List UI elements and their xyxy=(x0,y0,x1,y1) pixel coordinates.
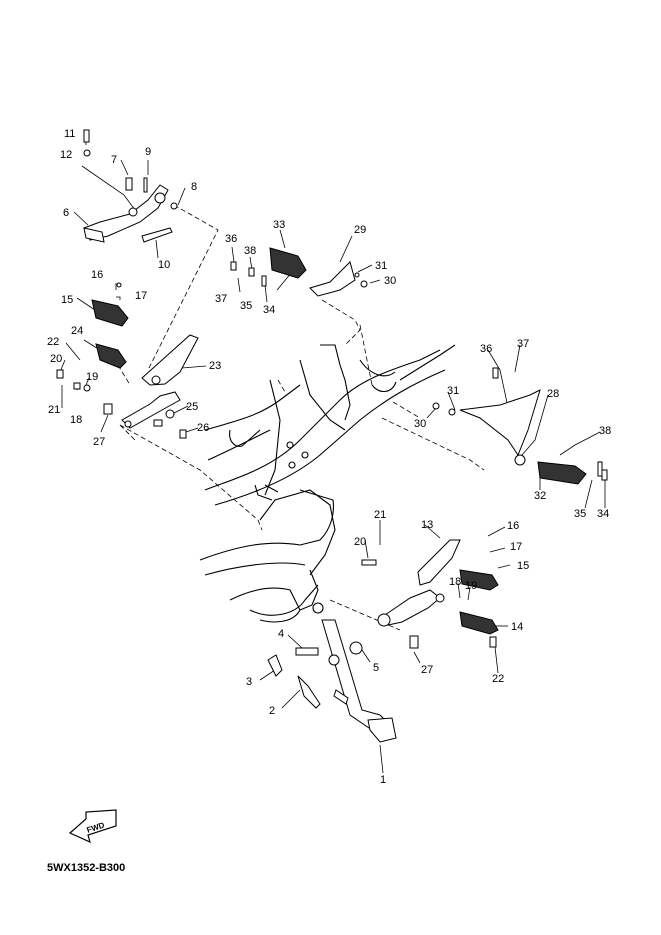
callout-19-right: 19 xyxy=(465,580,477,592)
callout-4: 4 xyxy=(278,628,284,640)
callout-15-left: 15 xyxy=(61,294,73,306)
callout-24: 24 xyxy=(71,325,83,337)
callout-38-upper: 38 xyxy=(244,245,256,257)
callout-22-left: 22 xyxy=(47,336,59,348)
assembly-lines xyxy=(117,204,485,631)
callout-22-right: 22 xyxy=(492,673,504,685)
sidestand-group xyxy=(267,619,397,743)
callout-20-right: 20 xyxy=(354,536,366,548)
callout-35-upper: 35 xyxy=(240,300,252,312)
callout-2: 2 xyxy=(269,705,275,717)
callout-numbers: 11 12 9 7 8 6 10 33 29 36 38 31 30 37 35… xyxy=(47,128,611,786)
callout-30-upper: 30 xyxy=(384,275,396,287)
callout-18-left: 18 xyxy=(70,414,82,426)
callout-5: 5 xyxy=(373,662,379,674)
callout-12: 12 xyxy=(60,149,72,161)
callout-3: 3 xyxy=(246,676,252,688)
callout-16-right: 16 xyxy=(507,520,519,532)
callout-36-upper: 36 xyxy=(225,233,237,245)
leader-lines xyxy=(59,135,606,774)
callout-23: 23 xyxy=(209,360,221,372)
callout-15-right: 15 xyxy=(517,560,529,572)
callout-21-left: 21 xyxy=(48,404,60,416)
passenger-footrest-right xyxy=(432,367,608,485)
frame-drawing xyxy=(199,344,456,623)
callout-14: 14 xyxy=(511,621,523,633)
callout-35-right: 35 xyxy=(574,508,586,520)
passenger-footrest-left xyxy=(230,247,368,297)
callout-16-left: 16 xyxy=(91,269,103,281)
callout-7: 7 xyxy=(111,154,117,166)
callout-31-right: 31 xyxy=(447,385,459,397)
callout-21-right: 21 xyxy=(374,509,386,521)
callout-13: 13 xyxy=(421,519,433,531)
diagram-code: 5WX1352-B300 xyxy=(47,862,126,874)
callout-27-right: 27 xyxy=(421,664,433,676)
callout-34-right: 34 xyxy=(597,508,609,520)
fwd-arrow-icon: FWD xyxy=(68,809,117,844)
right-footrest-group xyxy=(361,539,499,649)
callout-19-left: 19 xyxy=(86,371,98,383)
callout-25: 25 xyxy=(186,401,198,413)
callout-9: 9 xyxy=(145,146,151,158)
callout-37-upper: 37 xyxy=(215,293,227,305)
callout-28: 28 xyxy=(547,388,559,400)
callout-34-upper: 34 xyxy=(263,304,275,316)
callout-33: 33 xyxy=(273,219,285,231)
callout-1: 1 xyxy=(380,774,386,786)
callout-26: 26 xyxy=(197,422,209,434)
brake-pedal-group xyxy=(83,129,178,243)
callout-17-left: 17 xyxy=(135,290,147,302)
callout-38-right: 38 xyxy=(599,425,611,437)
callout-6: 6 xyxy=(63,207,69,219)
callout-32: 32 xyxy=(534,490,546,502)
callout-17-right: 17 xyxy=(510,541,522,553)
callout-36-right: 36 xyxy=(480,343,492,355)
callout-30-right: 30 xyxy=(414,418,426,430)
callout-20-left: 20 xyxy=(50,353,62,365)
callout-27-left: 27 xyxy=(93,436,105,448)
callout-31-upper: 31 xyxy=(375,260,387,272)
callout-8: 8 xyxy=(191,181,197,193)
callout-11: 11 xyxy=(64,128,75,140)
callout-18-right: 18 xyxy=(449,576,461,588)
left-footrest-group xyxy=(56,282,199,439)
callout-29: 29 xyxy=(354,224,366,236)
callout-10: 10 xyxy=(158,259,170,271)
callout-37-right: 37 xyxy=(517,338,529,350)
